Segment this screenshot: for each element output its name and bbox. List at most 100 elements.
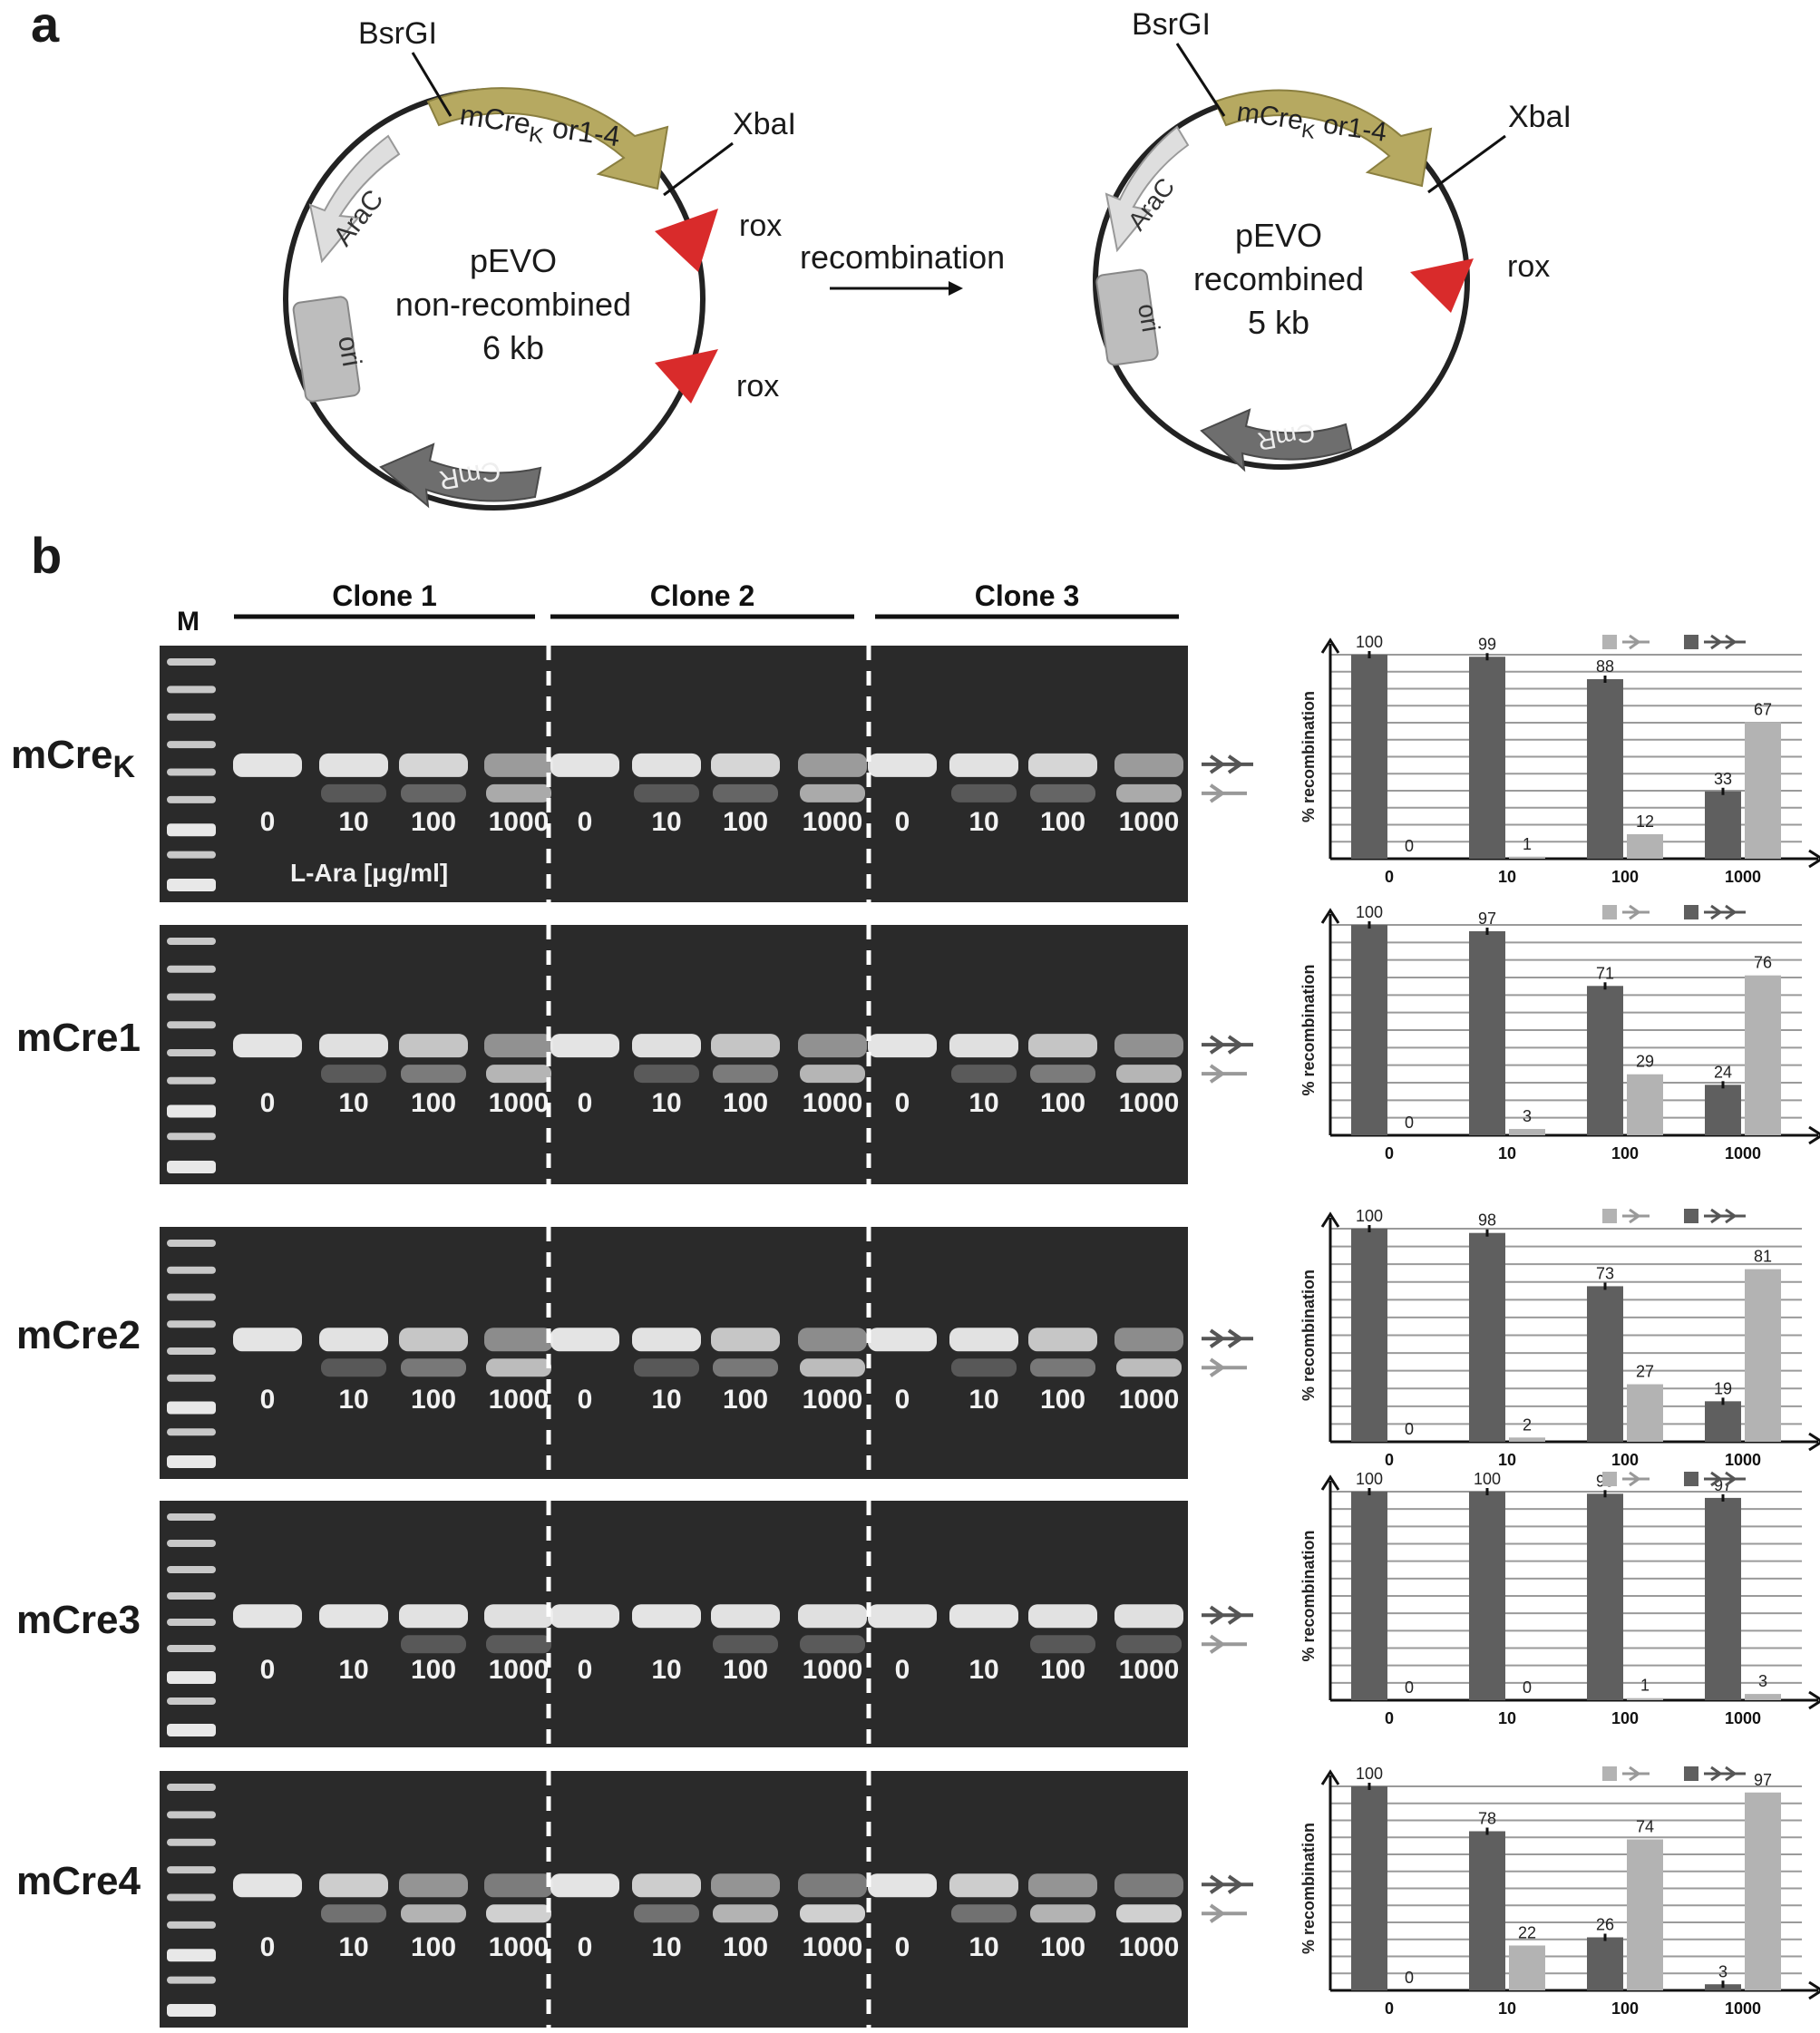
rox-triangle-right bbox=[1410, 258, 1474, 313]
x-tick-label: 100 bbox=[1611, 868, 1639, 886]
data-label-recombined: 12 bbox=[1636, 812, 1654, 831]
band-non-recombined bbox=[798, 753, 867, 777]
band-non-recombined bbox=[399, 1873, 468, 1898]
band-non-recombined bbox=[233, 1034, 302, 1058]
lane-label: 100 bbox=[1040, 1932, 1085, 1962]
band-non-recombined bbox=[868, 1604, 937, 1629]
plasmid-right: BsrGI XbaI mCreK or1-4 AraC ori CmR rox … bbox=[1093, 7, 1572, 472]
lane-label: 0 bbox=[260, 1932, 276, 1962]
data-label-recombined: 74 bbox=[1636, 1818, 1654, 1836]
lane-label: 0 bbox=[578, 1932, 593, 1962]
band-recombined bbox=[1116, 1065, 1182, 1084]
lane-label: 1000 bbox=[489, 807, 550, 837]
bar-non-recombined bbox=[1587, 679, 1623, 859]
data-label-non-recombined: 100 bbox=[1356, 1207, 1383, 1225]
band-non-recombined bbox=[1028, 1604, 1097, 1629]
data-label-non-recombined: 98 bbox=[1478, 1211, 1496, 1230]
site-xbai-right: XbaI bbox=[1508, 100, 1572, 134]
bar-non-recombined bbox=[1351, 1786, 1387, 1990]
band-non-recombined bbox=[1028, 1034, 1097, 1058]
x-tick-label: 10 bbox=[1498, 1451, 1516, 1469]
legend-swatch-non-recombined bbox=[1684, 1209, 1698, 1223]
lane-label: 10 bbox=[338, 1932, 368, 1962]
row-label-3: mCre3 bbox=[16, 1598, 141, 1642]
bar-recombined bbox=[1627, 834, 1663, 859]
x-axis-arrowhead bbox=[1808, 1690, 1820, 1710]
band-non-recombined bbox=[1114, 1328, 1183, 1352]
plasmid-diagram: BsrGI XbaI mCreK or1-4 AraC ori CmR rox … bbox=[283, 7, 1572, 511]
rox-label-right: rox bbox=[1507, 249, 1550, 284]
data-label-non-recombined: 88 bbox=[1596, 657, 1614, 676]
y-axis-arrowhead bbox=[1320, 908, 1340, 924]
clone-label-3: Clone 3 bbox=[975, 579, 1080, 612]
lane-label: 0 bbox=[578, 1088, 593, 1118]
lane-label: 100 bbox=[411, 1655, 456, 1685]
lane-label: 10 bbox=[968, 1088, 998, 1118]
x-tick-label: 10 bbox=[1498, 868, 1516, 886]
lane-label: 1000 bbox=[1119, 1932, 1180, 1962]
data-label-recombined: 0 bbox=[1405, 1420, 1414, 1438]
data-label-non-recombined: 100 bbox=[1356, 1470, 1383, 1488]
band-recombined bbox=[800, 1065, 865, 1084]
band-recombined bbox=[634, 1065, 699, 1084]
recombined-arrow-icon bbox=[1202, 1064, 1247, 1084]
data-label-recombined: 97 bbox=[1754, 1771, 1772, 1789]
ladder-band bbox=[167, 1161, 216, 1173]
bar-recombined bbox=[1745, 1269, 1781, 1442]
legend-swatch-non-recombined bbox=[1684, 905, 1698, 919]
band-non-recombined bbox=[550, 1034, 619, 1058]
gene-arrow-mcre bbox=[426, 87, 669, 190]
band-recombined bbox=[951, 1904, 1017, 1923]
ladder-band bbox=[167, 1592, 216, 1600]
band-recombined bbox=[486, 1635, 551, 1654]
band-non-recombined bbox=[319, 1034, 388, 1058]
lane-label: 100 bbox=[723, 807, 768, 837]
panel-a-letter: a bbox=[31, 0, 60, 53]
non-recombined-arrow-icon bbox=[1202, 1605, 1253, 1625]
gene-label-ori-right: ori bbox=[1133, 301, 1165, 334]
bar-non-recombined bbox=[1705, 1497, 1741, 1700]
ladder-band bbox=[167, 1133, 216, 1141]
data-label-non-recombined: 99 bbox=[1478, 635, 1496, 653]
band-non-recombined bbox=[868, 1034, 937, 1058]
bar-recombined bbox=[1627, 1074, 1663, 1135]
x-tick-label: 10 bbox=[1498, 1999, 1516, 2018]
band-non-recombined bbox=[1028, 1328, 1097, 1352]
lane-label: 10 bbox=[968, 807, 998, 837]
band-recombined bbox=[486, 1065, 551, 1084]
ladder-band bbox=[167, 1921, 216, 1929]
ladder-band bbox=[167, 879, 216, 891]
lane-label: 10 bbox=[651, 1655, 681, 1685]
ladder-band bbox=[167, 1866, 216, 1874]
recombined-arrow-icon bbox=[1202, 783, 1247, 803]
lane-label: 10 bbox=[968, 1385, 998, 1415]
band-recombined bbox=[1030, 1904, 1095, 1923]
non-recombined-arrow-icon bbox=[1704, 1208, 1746, 1224]
lane-label: 0 bbox=[895, 1932, 910, 1962]
ladder-band bbox=[167, 851, 216, 859]
band-non-recombined bbox=[319, 753, 388, 777]
x-tick-label: 1000 bbox=[1725, 1451, 1761, 1469]
lane-label: 0 bbox=[260, 1655, 276, 1685]
band-non-recombined bbox=[711, 1034, 780, 1058]
x-axis-arrowhead bbox=[1808, 1980, 1820, 2000]
lane-label: 0 bbox=[578, 1385, 593, 1415]
non-recombined-arrow-icon bbox=[1704, 1766, 1746, 1782]
recombined-arrow-icon bbox=[1202, 1634, 1247, 1654]
band-non-recombined bbox=[484, 1873, 553, 1898]
plasmid-state-left: non-recombined bbox=[395, 286, 631, 323]
band-non-recombined bbox=[711, 753, 780, 777]
lane-label: 0 bbox=[895, 807, 910, 837]
ladder-band bbox=[167, 1428, 216, 1436]
ladder-band bbox=[167, 1021, 216, 1029]
non-recombined-arrow-icon bbox=[1704, 634, 1746, 650]
band-recombined bbox=[401, 1904, 466, 1923]
band-non-recombined bbox=[798, 1034, 867, 1058]
x-tick-label: 10 bbox=[1498, 1144, 1516, 1162]
bar-recombined bbox=[1745, 722, 1781, 859]
band-non-recombined bbox=[711, 1604, 780, 1629]
bar-non-recombined bbox=[1469, 1492, 1505, 1700]
